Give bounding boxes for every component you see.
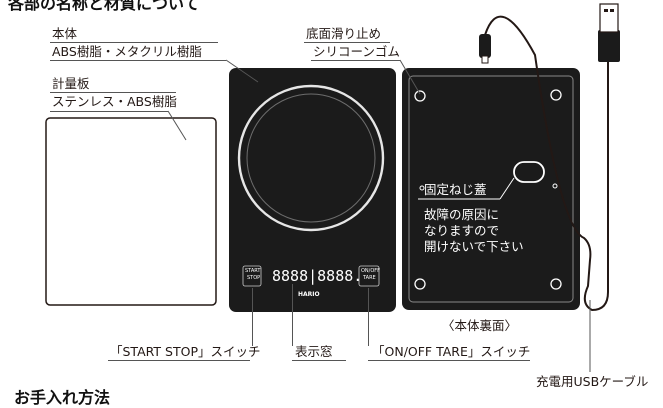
start-switch-label-2: STOP — [247, 275, 261, 281]
label-usb-cable: 充電用USBケーブル — [536, 374, 649, 389]
label-back-caption: 〈本体裏面〉 — [442, 318, 518, 333]
screw-dot-left — [419, 185, 425, 191]
brand-logo: HARIO — [298, 291, 320, 298]
usb-plug-metal — [599, 3, 619, 33]
label-plate: 計量板 — [52, 76, 90, 91]
weight-display: 8888|8888. — [272, 267, 363, 285]
usb-plug-body — [598, 30, 620, 62]
rubber-foot-top-left — [414, 90, 426, 102]
label-non-slip: 底面滑り止め — [306, 26, 382, 41]
usb-cable — [484, 15, 609, 312]
on-off-switch — [358, 265, 380, 287]
label-fixing-screw: 固定ねじ蓋 — [424, 182, 487, 197]
micro-usb-plug — [479, 34, 491, 58]
label-plate-material: ステンレス・ABS樹脂 — [52, 94, 177, 109]
label-on-off-tare: 「ON/OFF TARE」スイッチ — [372, 344, 531, 359]
section-heading-top: 各部の名称と材質について — [8, 0, 200, 13]
onoff-switch-label-2: TARE — [363, 275, 376, 281]
label-body-material: ABS樹脂・メタクリル樹脂 — [52, 44, 202, 59]
fixing-screw-cover — [513, 161, 545, 183]
label-display: 表示窓 — [295, 344, 333, 359]
rubber-foot-bottom-right — [550, 278, 562, 290]
scale-ring-inner — [246, 93, 376, 223]
scale-back — [402, 68, 580, 310]
start-switch-label-1: START — [245, 268, 261, 274]
weighing-plate — [45, 117, 217, 306]
scale-back-inner — [408, 75, 574, 303]
scale-ring-outer — [237, 84, 385, 232]
onoff-switch-label-1: ON/OFF — [361, 268, 381, 274]
rubber-foot-bottom-left — [414, 278, 426, 290]
label-non-slip-material: シリコーンゴム — [313, 44, 400, 59]
rubber-foot-top-right — [550, 89, 562, 101]
label-warning: 故障の原因に なりますので 開けないで下さい — [424, 207, 524, 254]
screw-dot-right — [552, 183, 558, 189]
label-body: 本体 — [52, 26, 78, 41]
label-start-stop: 「START STOP」スイッチ — [110, 344, 261, 359]
start-stop-switch — [242, 265, 262, 287]
scale-body — [229, 68, 396, 312]
